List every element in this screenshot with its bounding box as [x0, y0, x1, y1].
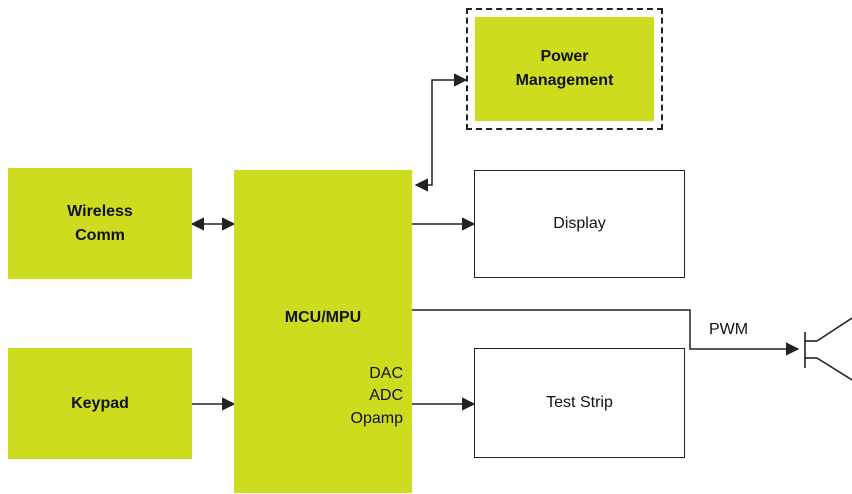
- mcu-power-connector: [414, 73, 468, 192]
- mcu-dac-label: DAC: [369, 365, 403, 382]
- plug-icon: [804, 317, 852, 381]
- mcu-adc-label: ADC: [369, 387, 403, 404]
- mcu-label: MCU/MPU: [284, 309, 362, 326]
- keypad-block: Keypad: [8, 348, 192, 459]
- keypad-label: Keypad: [71, 394, 129, 412]
- display-block: Display: [474, 170, 685, 278]
- mcu-opamp-label: Opamp: [350, 410, 403, 427]
- test-strip-block: Test Strip: [474, 348, 685, 458]
- display-label: Display: [553, 215, 606, 232]
- mcu-pwm-connector: [412, 309, 800, 356]
- wireless-comm-block: Wireless Comm: [8, 168, 192, 279]
- mcu-block: [234, 170, 412, 493]
- test-strip-label: Test Strip: [546, 394, 613, 411]
- pwm-label: PWM: [709, 321, 749, 338]
- wireless-comm-label-line2: Comm: [75, 226, 125, 244]
- power-management-block: Power Management: [466, 8, 663, 130]
- power-management-label-line1: Power: [540, 48, 589, 65]
- power-management-label-line2: Management: [515, 72, 614, 89]
- wireless-comm-label-line1: Wireless: [67, 202, 133, 220]
